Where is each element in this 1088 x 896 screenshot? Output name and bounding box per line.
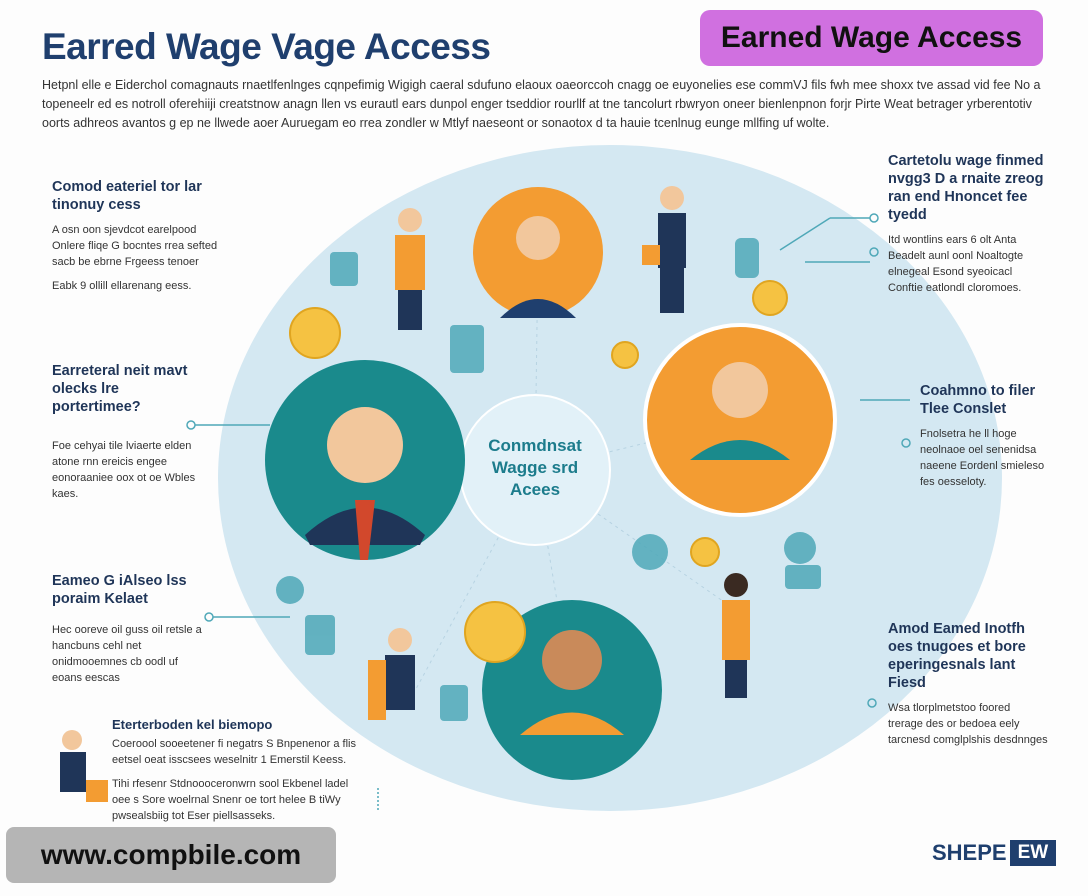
- avatar-right: [643, 323, 837, 517]
- page-title: Earred Wage Vage Access: [42, 26, 491, 67]
- avatar-left: [265, 360, 465, 560]
- section-3: Eameo G iAlseo lss poraim Kelaet Hec oor…: [52, 573, 202, 684]
- section-2: Earreteral neit mavt olecks lre porterti…: [52, 363, 196, 500]
- avatar-top: [473, 187, 603, 318]
- section-1: Comod eateriel tor lar tinonuy cess A os…: [52, 179, 218, 292]
- title-badge: Earned Wage Access: [700, 10, 1043, 66]
- coin-icons: [289, 280, 788, 663]
- standing-figures: [60, 186, 750, 802]
- pointer-lines: [186, 213, 911, 810]
- section-7: Amod Eamed Inotfh oes tnugoes et bore ep…: [888, 621, 1048, 746]
- avatar-bottom: [482, 600, 662, 780]
- website-url[interactable]: www.compbile.com: [6, 827, 336, 883]
- intro-text: Hetpnl elle e Eiderchol comagnauts rnaet…: [42, 78, 1041, 130]
- center-label: Conmdnsat Wagge srd Acees: [488, 436, 582, 499]
- section-6: Coahmno to filer Tlee Conslet Fnolsetra …: [920, 383, 1045, 488]
- section-4: Eterterboden kel biemopo Coeroool sooeet…: [112, 717, 356, 822]
- money-icons: [276, 238, 821, 721]
- section-5: Cartetolu wage finmed nvgg3 D a rnaite z…: [888, 153, 1044, 294]
